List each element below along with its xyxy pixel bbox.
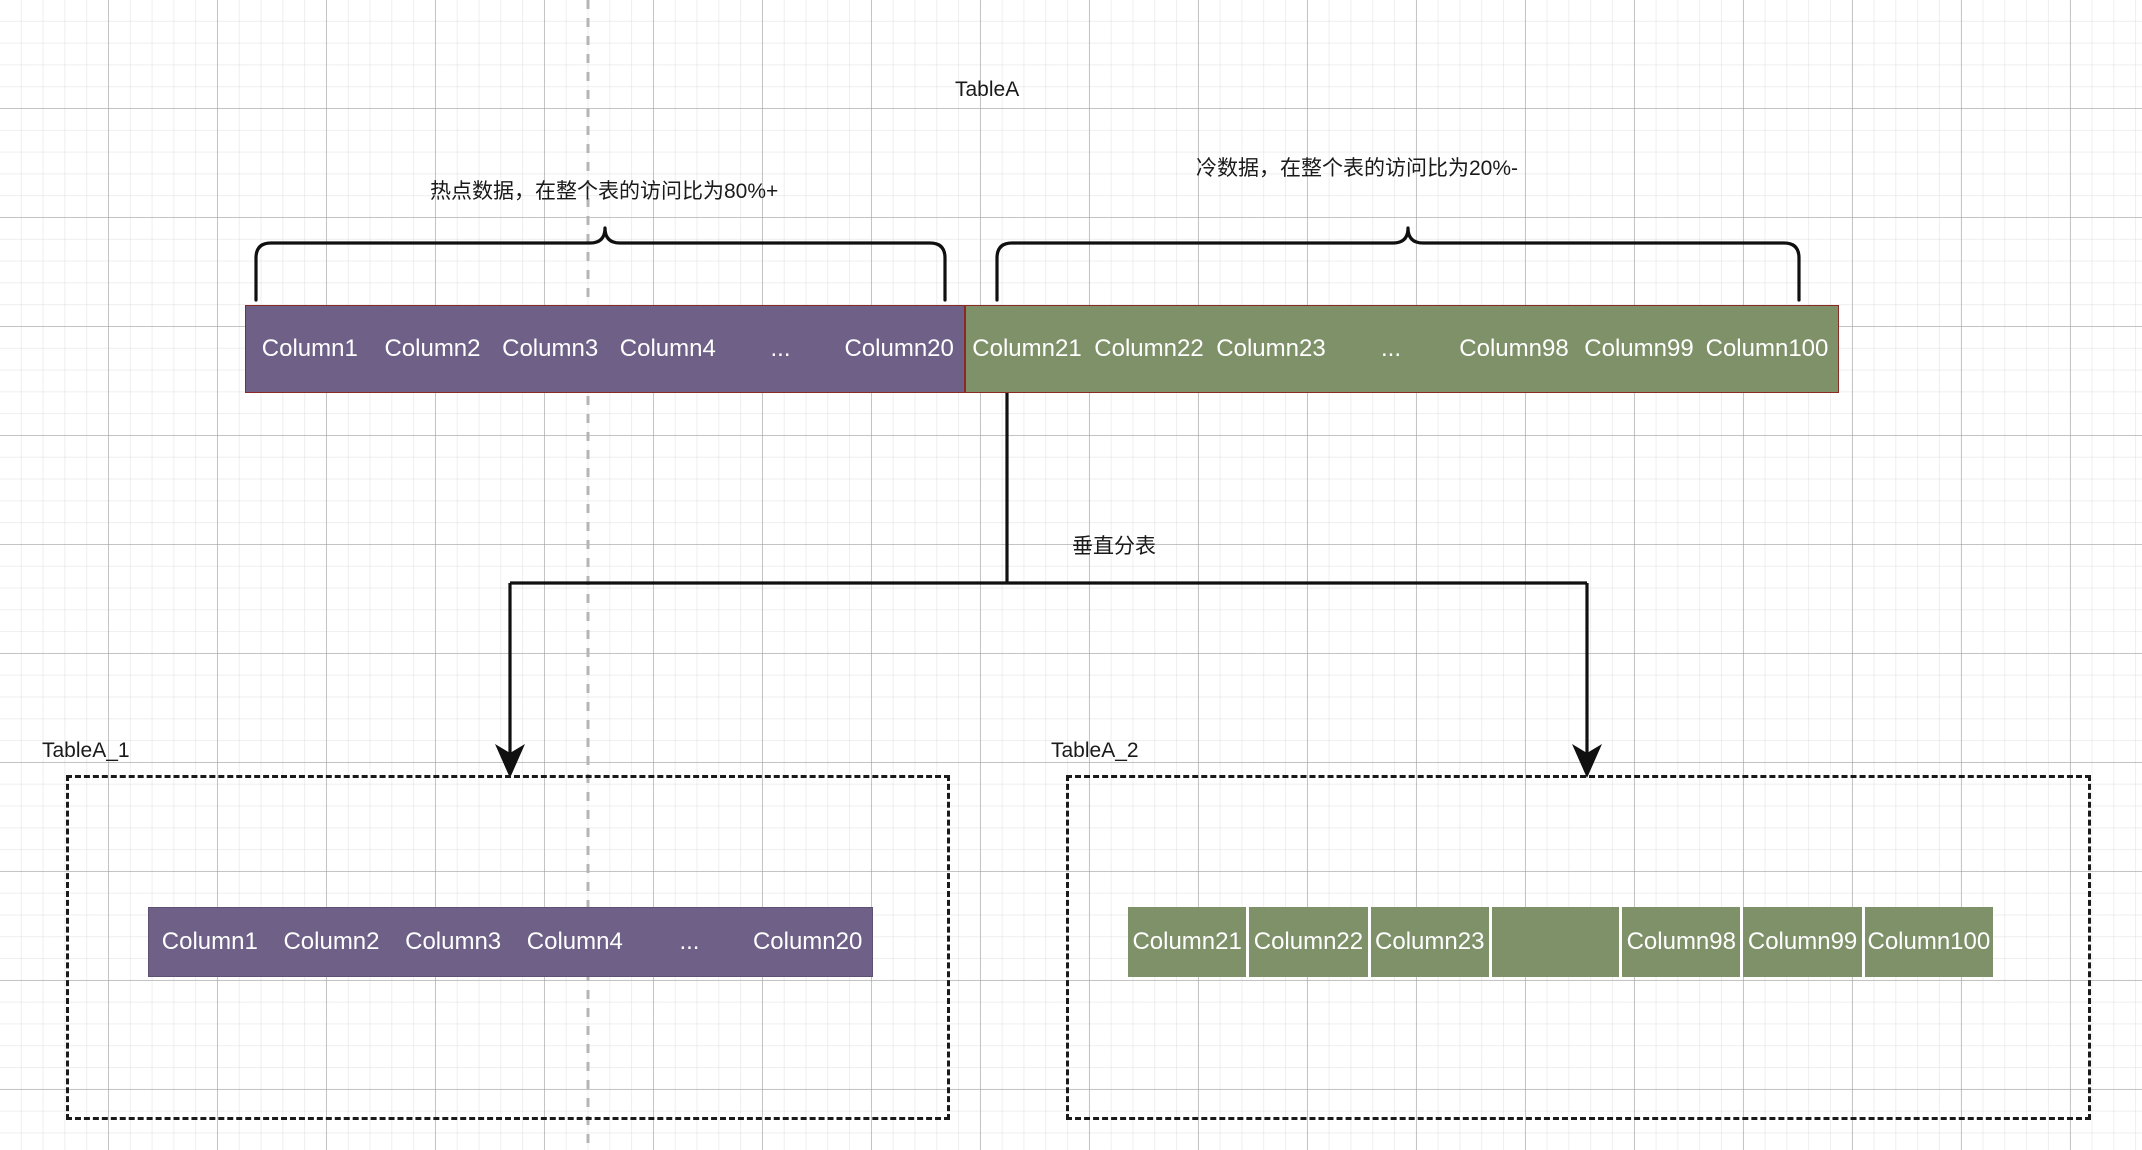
annotation-cold-data: 冷数据，在整个表的访问比为20%- <box>1196 157 1519 180</box>
main-cold-col-100: Column100 <box>1705 335 1829 362</box>
subtable-1-col-ellipsis: ... <box>679 928 700 955</box>
main-hot-col-4: Column4 <box>619 335 716 362</box>
main-table-cold-segment[interactable]: Column21 Column22 Column23 ... Column98 … <box>965 305 1839 393</box>
cold-data-brace <box>995 226 1801 302</box>
arrowhead-right <box>1572 744 1602 778</box>
main-cold-col-23: Column23 <box>1216 335 1326 362</box>
subtable-2-col-100: Column100 <box>1864 907 1993 977</box>
main-cold-col-22: Column22 <box>1094 335 1204 362</box>
subtable-2-column-bar[interactable]: Column21 Column22 Column23 Column98 Colu… <box>1128 907 1993 977</box>
subtable-2-col-23: Column23 <box>1370 907 1489 977</box>
main-table-hot-segment[interactable]: Column1 Column2 Column3 Column4 ... Colu… <box>245 305 965 393</box>
subtable-2-title: TableA_2 <box>1051 739 1139 762</box>
subtable-2-col-99: Column99 <box>1743 907 1862 977</box>
main-cold-col-21: Column21 <box>972 335 1082 362</box>
page-title: TableA <box>955 78 1020 101</box>
main-cold-col-ellipsis: ... <box>1380 335 1401 362</box>
subtable-1-col-1: Column1 <box>161 928 258 955</box>
subtable-2-col-21: Column21 <box>1128 907 1247 977</box>
subtable-2-col-98: Column98 <box>1622 907 1741 977</box>
main-hot-col-3: Column3 <box>502 335 599 362</box>
subtable-1-col-3: Column3 <box>405 928 502 955</box>
split-label: 垂直分表 <box>1072 535 1156 558</box>
main-cold-col-99: Column99 <box>1584 335 1694 362</box>
subtable-1-container <box>66 775 950 1120</box>
main-hot-col-20: Column20 <box>844 335 954 362</box>
main-hot-col-1: Column1 <box>261 335 358 362</box>
subtable-1-column-bar[interactable]: Column1 Column2 Column3 Column4 ... Colu… <box>148 907 873 977</box>
main-cold-col-98: Column98 <box>1459 335 1569 362</box>
annotation-hot-data: 热点数据，在整个表的访问比为80%+ <box>430 180 779 203</box>
subtable-1-title: TableA_1 <box>42 739 130 762</box>
subtable-2-container <box>1066 775 2091 1120</box>
main-hot-col-ellipsis: ... <box>770 335 791 362</box>
subtable-1-col-20: Column20 <box>752 928 863 955</box>
subtable-1-col-2: Column2 <box>283 928 380 955</box>
subtable-2-col-22: Column22 <box>1249 907 1368 977</box>
hot-data-brace <box>254 226 947 302</box>
arrowhead-left <box>495 744 525 778</box>
subtable-1-col-4: Column4 <box>526 928 623 955</box>
subtable-2-col-gap <box>1491 907 1620 977</box>
main-hot-col-2: Column2 <box>384 335 481 362</box>
